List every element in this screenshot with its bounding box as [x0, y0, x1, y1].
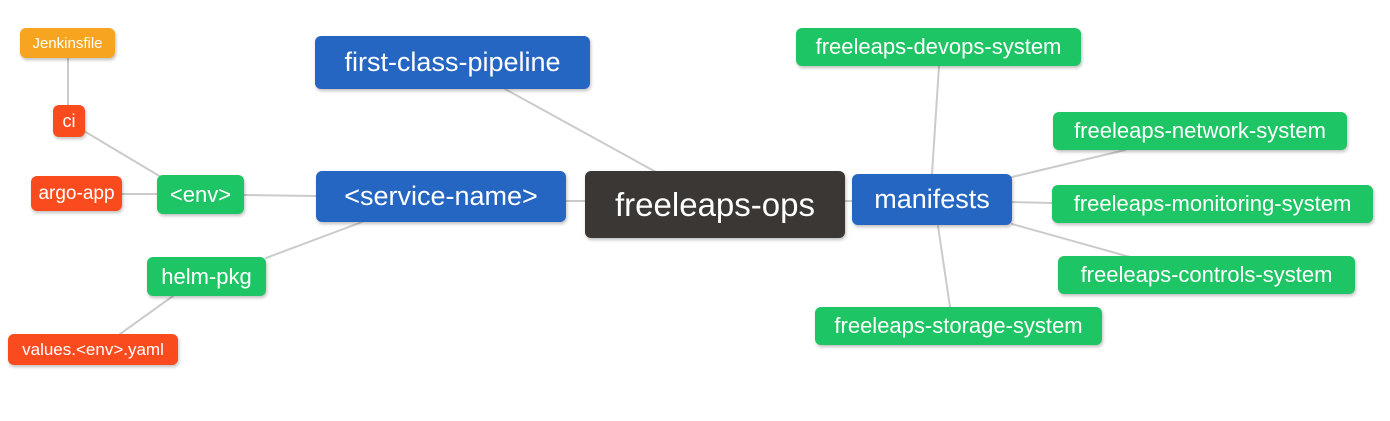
node-values-env-yaml[interactable]: values.<env>.yaml — [8, 334, 178, 365]
edge-manifests-freeleaps-monitoring-system — [1011, 201, 1053, 204]
edge-first-class-pipeline-freeleaps-ops — [504, 88, 657, 173]
node-freeleaps-storage-system[interactable]: freeleaps-storage-system — [815, 307, 1102, 345]
edge-manifests-freeleaps-controls-system — [1011, 223, 1131, 258]
node-manifests[interactable]: manifests — [852, 174, 1012, 225]
node-first-class-pipeline[interactable]: first-class-pipeline — [315, 36, 590, 89]
edge-env-service-name — [243, 194, 317, 197]
node-freeleaps-monitoring-system[interactable]: freeleaps-monitoring-system — [1052, 185, 1373, 223]
edge-manifests-freeleaps-storage-system — [937, 225, 951, 308]
node-freeleaps-controls-system[interactable]: freeleaps-controls-system — [1058, 256, 1355, 294]
node-jenkinsfile[interactable]: Jenkinsfile — [20, 28, 115, 58]
edge-values-env-yaml-helm-pkg — [119, 295, 174, 335]
node-argo-app[interactable]: argo-app — [31, 176, 122, 211]
edge-ci-env — [83, 130, 162, 178]
edge-helm-pkg-service-name — [265, 221, 363, 259]
edge-manifests-freeleaps-network-system — [1011, 149, 1126, 178]
node-ci[interactable]: ci — [53, 105, 85, 137]
node-helm-pkg[interactable]: helm-pkg — [147, 257, 266, 296]
node-env[interactable]: <env> — [157, 175, 244, 214]
node-freeleaps-network-system[interactable]: freeleaps-network-system — [1053, 112, 1347, 150]
edge-manifests-freeleaps-devops-system — [931, 65, 940, 175]
node-freeleaps-devops-system[interactable]: freeleaps-devops-system — [796, 28, 1081, 66]
node-freeleaps-ops[interactable]: freeleaps-ops — [585, 171, 845, 238]
node-service-name[interactable]: <service-name> — [316, 171, 566, 222]
